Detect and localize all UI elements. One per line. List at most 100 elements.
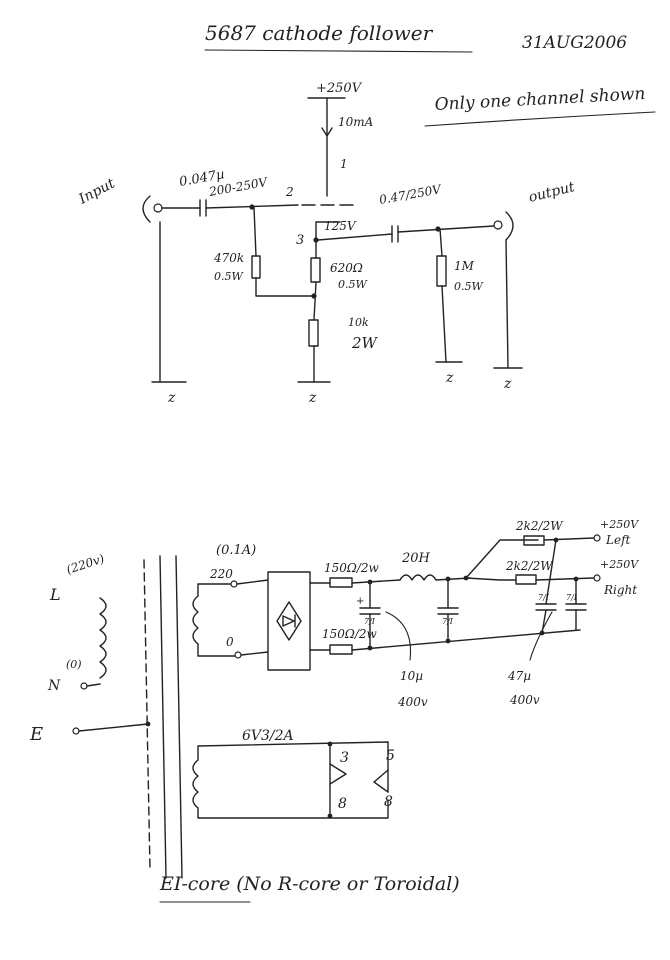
bridge-rectifier — [267, 571, 311, 671]
right-output-label: Right — [603, 583, 637, 597]
grid-resistor-value: 470k — [213, 251, 244, 265]
output-resistor-value: 1M — [454, 259, 475, 273]
diode-symbol-icon — [282, 614, 296, 628]
hv-secondary-coil — [192, 595, 199, 645]
title-underline — [204, 49, 473, 53]
earth-terminal — [72, 727, 80, 735]
current-arrow-icon — [321, 127, 333, 137]
note-underline — [424, 111, 656, 127]
cap1-rating: 400v — [397, 695, 428, 709]
cap-label-c: 7/I — [538, 593, 550, 602]
cathode-resistor — [310, 257, 321, 283]
primary-coil — [99, 597, 107, 679]
out-resistor-top-label: 2k2/2W — [515, 519, 564, 533]
pin-plate-label: 1 — [340, 157, 348, 171]
rail-bottom — [351, 629, 581, 651]
heater-pin8a-label: 8 — [338, 796, 347, 812]
cap-pair-rating: 400v — [509, 693, 540, 707]
earth-label: E — [29, 724, 43, 745]
mains-N-label: N — [47, 678, 61, 694]
mains-N-pin-label: (0) — [66, 658, 82, 671]
output-resistor-wire — [439, 228, 443, 257]
heater-pin3-label: 3 — [340, 750, 349, 766]
output-cap-value: 0.47/250V — [378, 182, 443, 207]
schematic-title: 5687 cathode follower — [205, 21, 434, 45]
series-resistor-bottom — [329, 644, 353, 655]
heater-node-1 — [327, 741, 333, 747]
ground-label-input: z — [167, 390, 176, 406]
mains-voltage-label: (220v) — [65, 551, 107, 576]
hv-to-bridge-bottom — [240, 651, 269, 656]
heater-pin5-label: 5 — [386, 748, 395, 764]
cap-pair-value: 47µ — [507, 669, 531, 683]
load-resistor — [308, 319, 319, 347]
supply-voltage-label: +250V — [316, 81, 363, 96]
diode-bridge-icon — [276, 601, 302, 641]
output-wire-a — [317, 233, 393, 241]
mains-N-terminal — [80, 682, 88, 690]
input-jack-icon — [153, 203, 163, 213]
grid-resistor — [251, 255, 261, 279]
output-label: output — [527, 179, 577, 206]
supply-current-label: 10mA — [338, 115, 374, 129]
left-output-terminal — [593, 534, 601, 542]
hv-secondary-bottom-wire — [197, 643, 237, 657]
hv-current-label: (0.1A) — [216, 543, 256, 558]
output-node — [435, 226, 441, 232]
earth-core-node — [145, 721, 151, 727]
split-wire-up — [465, 539, 539, 579]
cap3-wire-top — [545, 539, 557, 605]
schematic-date: 31AUG2006 — [522, 33, 627, 53]
split-wire-down — [465, 577, 517, 581]
ground-label-cathode: z — [308, 390, 317, 406]
cap1-plus: + — [356, 596, 364, 607]
output-resistor-ground-wire — [441, 285, 447, 363]
transformer-core-mid — [159, 555, 167, 879]
hv-top-terminal — [230, 580, 238, 588]
ground-label-output-r: z — [445, 370, 454, 386]
hv-bottom-terminal — [234, 651, 242, 659]
earth-wire — [78, 723, 149, 732]
output-wire-b — [397, 225, 495, 233]
cap-label-d: 7/I — [566, 593, 578, 602]
cathode-resistor-value: 620Ω — [330, 261, 363, 275]
series-resistor-top-label: 150Ω/2w — [324, 561, 380, 575]
out-resistor-bottom-label: 2k2/2W — [505, 559, 554, 573]
series-resistor-top — [329, 577, 353, 588]
cathode-voltage-label: 125V — [324, 219, 357, 233]
heater-filament-a — [329, 763, 347, 785]
input-jack-shield — [142, 195, 151, 223]
mains-N-wire — [86, 683, 101, 687]
series-resistor-bottom-label: 150Ω/2w — [322, 627, 378, 641]
hv-secondary-top-wire — [197, 583, 233, 597]
choke-coil — [399, 574, 437, 581]
heater-filament-b — [373, 769, 389, 793]
heater-label: 6V3/2A — [242, 728, 294, 744]
output-resistor-power: 0.5W — [454, 280, 484, 293]
transformer-core-left — [143, 559, 151, 871]
cap1-value: 10µ — [400, 669, 423, 683]
hv-to-bridge-top — [236, 579, 269, 585]
choke-label: 20H — [401, 551, 431, 566]
heater-coil — [192, 759, 199, 809]
heater-bottom-wire — [197, 799, 389, 819]
pin-grid-label: 2 — [285, 185, 294, 199]
output-shield-wire — [505, 239, 509, 369]
right-output-terminal — [593, 574, 601, 582]
right-rail — [535, 577, 595, 581]
cap2-leader — [529, 611, 553, 661]
grid-resistor-wire-top — [253, 206, 257, 257]
rail-top-a — [351, 579, 401, 584]
right-output-voltage: +250V — [600, 558, 639, 571]
ground-label-output: z — [503, 376, 512, 392]
grid-resistor-return — [255, 277, 315, 297]
core-note: EI-core (No R-core or Toroidal) — [159, 873, 460, 895]
grid-resistor-power: 0.5W — [214, 270, 244, 283]
heater-pin8b-label: 8 — [384, 794, 393, 810]
output-resistor — [436, 255, 447, 287]
output-jack-icon — [493, 220, 503, 230]
heater-node-2 — [327, 813, 333, 819]
input-label: Input — [75, 175, 117, 208]
grid-node — [249, 204, 255, 210]
channel-note: Only one channel shown — [434, 84, 646, 115]
